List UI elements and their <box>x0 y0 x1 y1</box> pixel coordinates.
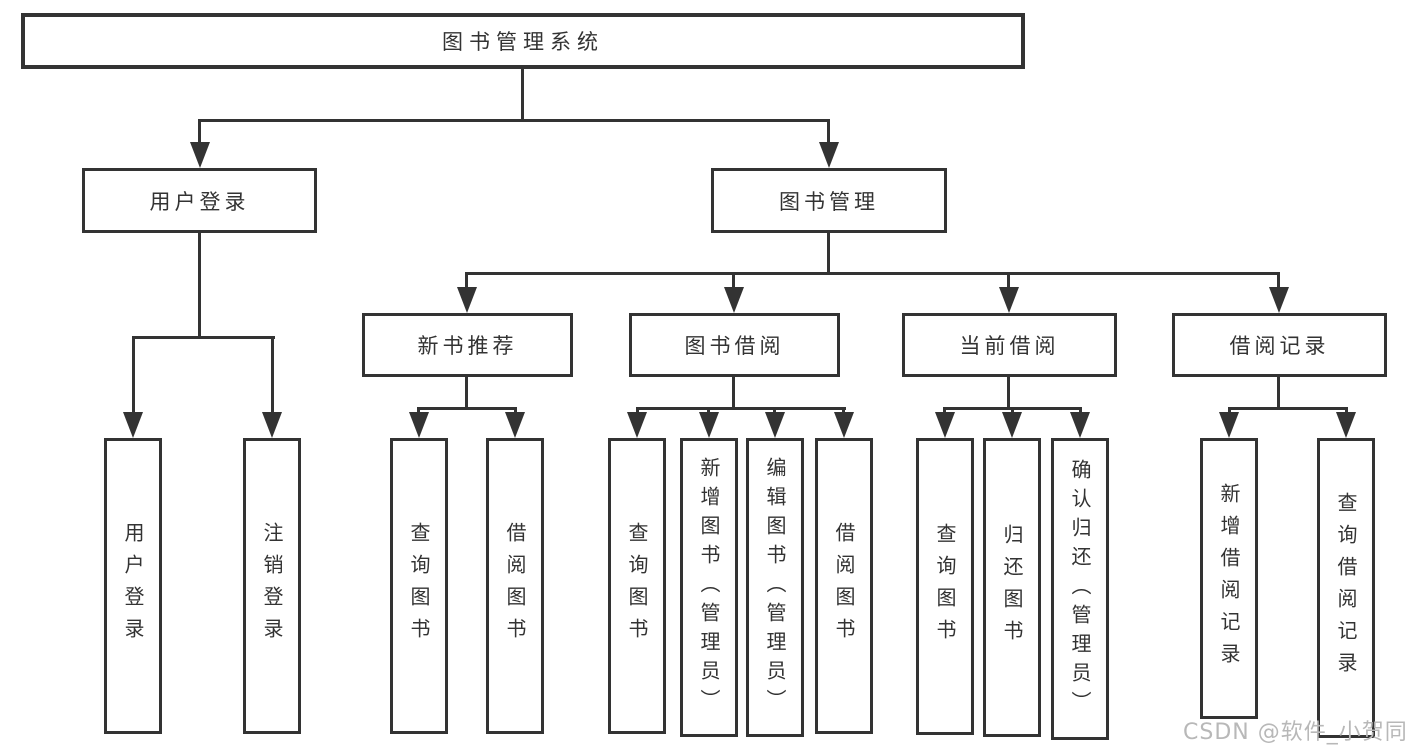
connector-line <box>1228 407 1348 410</box>
arrowhead-icon <box>1336 412 1356 438</box>
connector-line <box>132 338 135 414</box>
arrowhead-icon <box>999 287 1019 313</box>
arrowhead-icon <box>1219 412 1239 438</box>
node-current-borrow-label: 当前借阅 <box>959 334 1060 358</box>
node-user-login-label: 用户登录 <box>149 189 250 214</box>
leaf-user-login: 用户登录 <box>104 438 162 734</box>
leaf-add-borrow-record: 新增借阅记录 <box>1200 438 1258 719</box>
connector-line <box>1007 274 1010 290</box>
watermark: CSDN @软件_小贺同学 <box>1183 720 1405 745</box>
arrowhead-icon <box>123 412 143 438</box>
connector-line <box>636 407 846 410</box>
arrowhead-icon <box>1070 412 1090 438</box>
arrowhead-icon <box>627 412 647 438</box>
connector-line <box>198 121 201 146</box>
arrowhead-icon <box>262 412 282 438</box>
node-root: 图书管理系统 <box>21 13 1025 69</box>
arrowhead-icon <box>505 412 525 438</box>
leaf-return-books: 归还图书 <box>983 438 1041 737</box>
leaf-edit-books-admin: 编辑图书（管理员） <box>746 438 804 737</box>
connector-line <box>465 274 468 290</box>
connector-line <box>1277 274 1280 290</box>
node-user-login: 用户登录 <box>82 168 317 233</box>
arrowhead-icon <box>724 287 744 313</box>
connector-line <box>465 376 468 408</box>
connector-line <box>465 272 1280 275</box>
connector-line <box>943 407 1082 410</box>
node-new-book-recommend-label: 新书推荐 <box>417 334 518 358</box>
arrowhead-icon <box>190 142 210 168</box>
connector-line <box>827 232 830 273</box>
connector-line <box>732 274 735 290</box>
node-book-borrow: 图书借阅 <box>629 313 840 377</box>
connector-line <box>521 69 524 120</box>
leaf-confirm-return-admin: 确认归还（管理员） <box>1051 438 1109 740</box>
arrowhead-icon <box>1002 412 1022 438</box>
arrowhead-icon <box>457 287 477 313</box>
leaf-logout: 注销登录 <box>243 438 301 734</box>
node-root-label: 图书管理系统 <box>442 30 604 54</box>
node-book-management-label: 图书管理 <box>779 189 879 214</box>
connector-line <box>198 119 830 122</box>
arrowhead-icon <box>834 412 854 438</box>
connector-line <box>1277 376 1280 408</box>
connector-line <box>132 336 275 339</box>
arrowhead-icon <box>765 412 785 438</box>
leaf-query-books-borrow: 查询图书 <box>608 438 666 734</box>
arrowhead-icon <box>935 412 955 438</box>
node-borrow-records-label: 借阅记录 <box>1229 334 1330 358</box>
leaf-query-books-recommend: 查询图书 <box>390 438 448 734</box>
connector-line <box>271 338 274 414</box>
leaf-add-books-admin: 新增图书（管理员） <box>680 438 738 737</box>
node-new-book-recommend: 新书推荐 <box>362 313 573 377</box>
connector-line <box>732 376 735 408</box>
node-current-borrow: 当前借阅 <box>902 313 1117 377</box>
leaf-query-borrow-record: 查询借阅记录 <box>1317 438 1375 738</box>
arrowhead-icon <box>699 412 719 438</box>
connector-line <box>198 232 201 337</box>
connector-line <box>1007 376 1010 408</box>
node-book-management: 图书管理 <box>711 168 947 233</box>
leaf-borrow-books-recommend: 借阅图书 <box>486 438 544 734</box>
node-book-borrow-label: 图书借阅 <box>684 334 785 358</box>
leaf-borrow-books: 借阅图书 <box>815 438 873 734</box>
connector-line <box>417 407 517 410</box>
connector-line <box>827 121 830 146</box>
arrowhead-icon <box>409 412 429 438</box>
leaf-query-books-current: 查询图书 <box>916 438 974 735</box>
arrowhead-icon <box>1269 287 1289 313</box>
node-borrow-records: 借阅记录 <box>1172 313 1387 377</box>
arrowhead-icon <box>819 142 839 168</box>
